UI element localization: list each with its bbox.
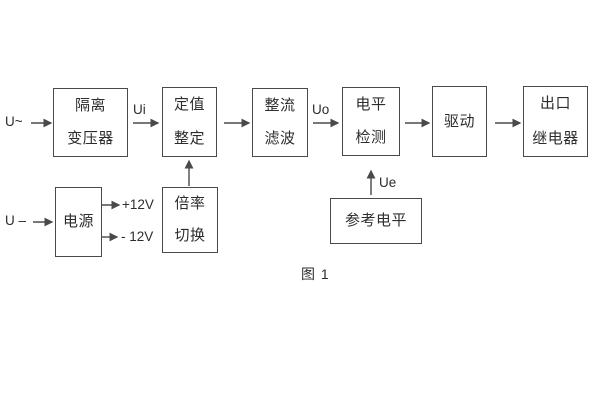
- node-label: 隔离: [74, 96, 106, 114]
- label-minus-12v: - 12V: [121, 229, 154, 244]
- node-rectify-filter: 整流 滤波: [252, 88, 308, 157]
- node-label: 参考电平: [344, 212, 407, 229]
- label-plus-12v: +12V: [122, 197, 154, 212]
- node-label: 电源: [62, 213, 94, 230]
- label-uo-signal: Uo: [312, 102, 330, 117]
- label-ac-input: U~: [5, 114, 23, 129]
- node-output-relay: 出口 继电器: [523, 86, 588, 157]
- node-label: 倍率: [174, 195, 206, 212]
- node-label: 定值: [173, 96, 205, 113]
- node-isolation-transformer: 隔离 变压器: [53, 88, 128, 157]
- node-label: 整定: [173, 130, 205, 147]
- node-ratio-switch: 倍率 切换: [162, 187, 218, 253]
- node-label: 检测: [355, 129, 387, 147]
- node-label: 滤波: [264, 130, 296, 148]
- label-ui-signal: Ui: [133, 102, 146, 117]
- node-reference-level: 参考电平: [330, 198, 422, 244]
- label-ue-signal: Ue: [379, 175, 397, 190]
- node-label: 驱动: [443, 112, 475, 130]
- node-power-supply: 电源: [55, 187, 102, 257]
- figure-caption: 图 1: [301, 266, 330, 282]
- label-dc-input: U –: [5, 213, 27, 228]
- node-label: 整流: [264, 96, 296, 114]
- node-label: 继电器: [532, 129, 579, 147]
- node-label: 出口: [539, 95, 571, 113]
- node-drive: 驱动: [432, 86, 487, 157]
- node-label: 电平: [355, 95, 387, 113]
- node-value-setting: 定值 整定: [162, 87, 217, 157]
- node-label: 切换: [174, 227, 206, 244]
- node-level-detection: 电平 检测: [342, 87, 400, 156]
- node-label: 变压器: [67, 130, 114, 148]
